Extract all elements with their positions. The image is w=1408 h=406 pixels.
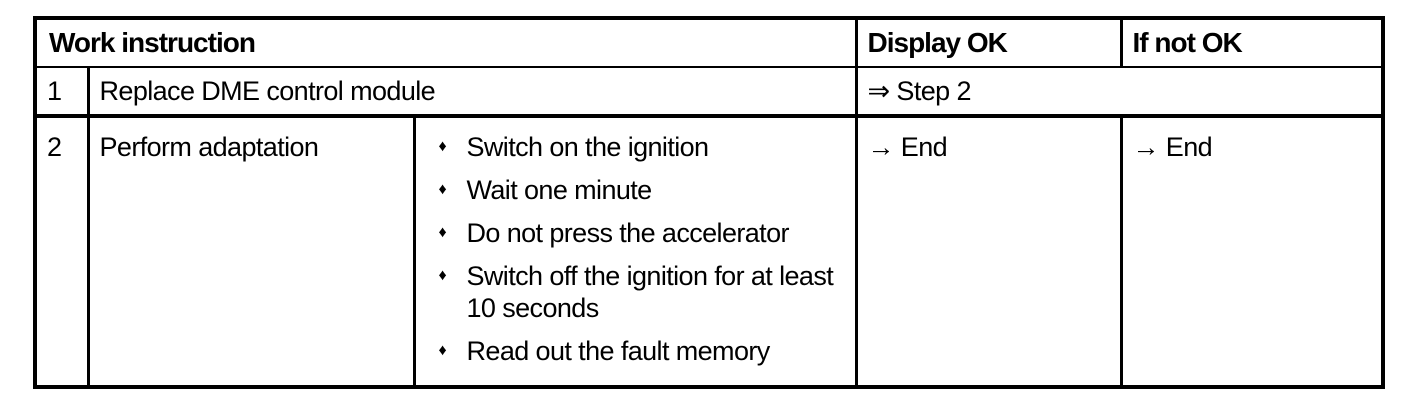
instruction-bullet-list: ♦ Switch on the ignition ♦ Wait one minu…	[426, 131, 849, 367]
step-2-number: 2	[33, 114, 90, 389]
header-display-ok: Display OK	[854, 16, 1123, 68]
bullet-text: Wait one minute	[466, 175, 653, 205]
step-2-details-cell: ♦ Switch on the ignition ♦ Wait one minu…	[412, 114, 858, 389]
list-item: ♦ Switch on the ignition	[439, 131, 849, 163]
work-instruction-table: Work instruction Display OK If not OK 1 …	[33, 16, 1385, 389]
step-1-number: 1	[33, 66, 90, 118]
bullet-text: Do not press the accelerator	[466, 218, 790, 248]
table-row-step-1: 1 Replace DME control module ⇒ Step 2	[33, 66, 1385, 118]
diamond-bullet-icon: ♦	[438, 138, 447, 155]
header-if-not-ok: If not OK	[1119, 16, 1385, 68]
diamond-bullet-icon: ♦	[438, 181, 447, 198]
step-2-if-not-ok-cell: → End	[1119, 114, 1385, 389]
step-2-display-ok-cell: → End	[854, 114, 1123, 389]
list-item: ♦ Wait one minute	[439, 174, 849, 206]
diamond-bullet-icon: ♦	[438, 342, 447, 359]
list-item: ♦ Switch off the ignition for at least 1…	[439, 260, 849, 324]
bullet-text: Switch off the ignition for at least 10 …	[466, 261, 834, 323]
diamond-bullet-icon: ♦	[438, 267, 447, 284]
table-row-step-2: 2 Perform adaptation ♦ Switch on the ign…	[33, 114, 1385, 389]
bullet-text: Switch on the ignition	[466, 132, 710, 162]
list-item: ♦ Do not press the accelerator	[439, 217, 849, 249]
step-2-instruction: Perform adaptation	[86, 114, 416, 389]
bullet-text: Read out the fault memory	[466, 336, 771, 366]
diamond-bullet-icon: ♦	[438, 224, 447, 241]
table-header-row: Work instruction Display OK If not OK	[33, 16, 1385, 68]
header-work-instruction: Work instruction	[33, 16, 858, 68]
step-1-result: ⇒ Step 2	[854, 66, 1385, 118]
step-1-instruction: Replace DME control module	[86, 66, 858, 118]
list-item: ♦ Read out the fault memory	[439, 335, 849, 367]
